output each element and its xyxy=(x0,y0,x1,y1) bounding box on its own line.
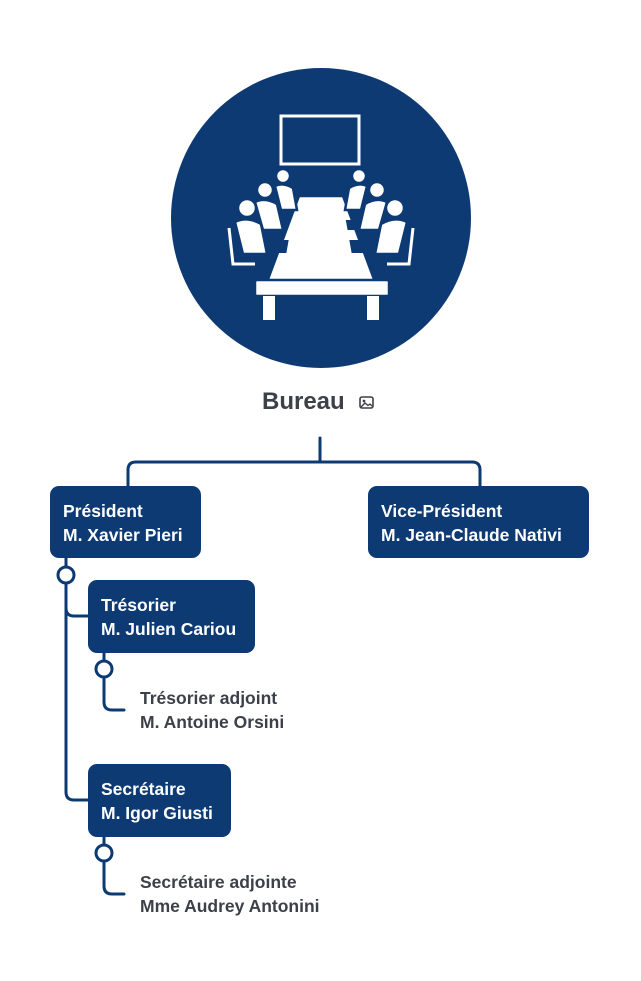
chart-title: Bureau xyxy=(262,388,345,415)
node-role: Secrétaire adjointe xyxy=(140,872,297,892)
node-role: Trésorier adjoint xyxy=(140,688,278,708)
node-person: M. Antoine Orsini xyxy=(140,712,285,732)
node-role: Vice-Président xyxy=(381,501,503,521)
node-person: Mme Audrey Antonini xyxy=(140,896,320,916)
node-person: M. Julien Cariou xyxy=(101,619,237,639)
node-tresorier: Trésorier M. Julien Cariou xyxy=(88,580,255,653)
node-person: M. Igor Giusti xyxy=(101,803,213,823)
node-president: Président M. Xavier Pieri xyxy=(50,486,201,558)
meeting-room-icon xyxy=(171,68,471,368)
node-person: M. Jean-Claude Nativi xyxy=(381,525,562,545)
node-role: Trésorier xyxy=(101,595,176,615)
image-icon[interactable] xyxy=(359,396,374,409)
node-secretaire: Secrétaire M. Igor Giusti xyxy=(88,764,231,837)
node-person: M. Xavier Pieri xyxy=(63,525,183,545)
node-role: Secrétaire xyxy=(101,779,186,799)
node-vice-president: Vice-Président M. Jean-Claude Nativi xyxy=(368,486,589,558)
node-tresorier-adjoint: Trésorier adjoint M. Antoine Orsini xyxy=(140,686,284,734)
node-secretaire-adjointe: Secrétaire adjointe Mme Audrey Antonini xyxy=(140,870,320,918)
node-role: Président xyxy=(63,501,143,521)
